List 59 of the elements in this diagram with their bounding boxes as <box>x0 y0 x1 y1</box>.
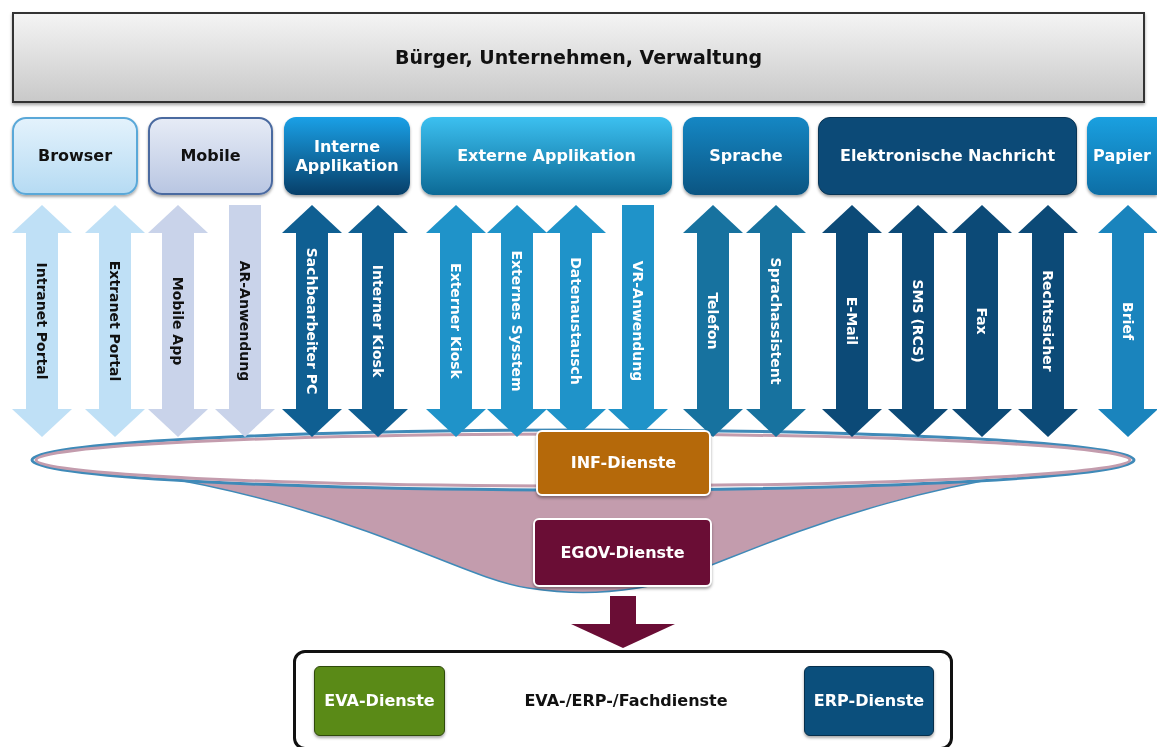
box-label: Externe Applikation <box>457 146 636 166</box>
container-title: EVA-/ERP-/Fachdienste <box>523 691 729 711</box>
channel-box <box>284 117 410 195</box>
services-container <box>293 650 953 747</box>
box-label: Papier <box>1093 146 1151 166</box>
double-arrow <box>85 205 145 437</box>
edge-label: Extranet Portal <box>107 260 123 382</box>
channel-box <box>148 117 273 195</box>
channel-box <box>421 117 672 195</box>
banner-title: Bürger, Unternehmen, Verwaltung <box>394 46 763 69</box>
double-arrow <box>746 205 806 437</box>
double-arrow <box>348 205 408 437</box>
service-box <box>314 666 445 736</box>
double-arrow <box>282 205 342 437</box>
double-arrow <box>888 205 948 437</box>
block-arrow <box>571 596 675 648</box>
edge-label: Externes Sysstem <box>509 250 525 392</box>
service-box <box>536 430 711 496</box>
double-arrow <box>952 205 1012 437</box>
double-arrow <box>148 205 208 437</box>
double-arrow <box>1018 205 1078 437</box>
channel-box <box>818 117 1077 195</box>
edge-label: VR-Anwendung <box>630 260 646 382</box>
channel-box <box>12 117 138 195</box>
double-arrow <box>1098 205 1157 437</box>
box-label: ERP-Dienste <box>813 691 925 711</box>
edge-label: Rechtssicher <box>1040 270 1056 372</box>
edge-label: Telefon <box>705 292 721 350</box>
box-label: EVA-Dienste <box>324 691 435 711</box>
double-arrow <box>487 205 547 437</box>
edge-label: SMS (RCS) <box>910 279 926 363</box>
double-arrow <box>822 205 882 437</box>
edge-label: Sachbearbeiter PC <box>304 247 320 395</box>
edge-label: Brief <box>1120 302 1136 340</box>
channel-box <box>1087 117 1157 195</box>
edge-label: AR-Anwendung <box>237 260 253 382</box>
edge-label: Externer Kiosk <box>448 263 464 379</box>
channel-box <box>683 117 809 195</box>
box-label: Browser <box>37 146 113 166</box>
box-label: Mobile <box>180 146 241 166</box>
edge-label: Intranet Portal <box>34 262 50 380</box>
header-banner <box>12 12 1145 103</box>
double-arrow <box>12 205 72 437</box>
edge-label: E-Mail <box>844 296 860 346</box>
box-label: EGOV-Dienste <box>560 542 685 563</box>
box-label: Interne Applikation <box>294 136 400 176</box>
double-arrow <box>426 205 486 437</box>
edge-label: Datenaustausch <box>568 257 584 385</box>
edge-label: Interner Kiosk <box>370 264 386 378</box>
box-label: INF-Dienste <box>570 453 677 473</box>
box-label: Elektronische Nachricht <box>839 146 1056 166</box>
edge-label: Mobile App <box>170 276 186 366</box>
edge-label: Sprachassistent <box>768 257 784 385</box>
box-label: Sprache <box>709 146 783 166</box>
service-box <box>533 518 712 587</box>
edge-label: Fax <box>974 307 990 335</box>
block-arrow <box>215 205 275 437</box>
double-arrow <box>683 205 743 437</box>
service-box <box>804 666 934 736</box>
